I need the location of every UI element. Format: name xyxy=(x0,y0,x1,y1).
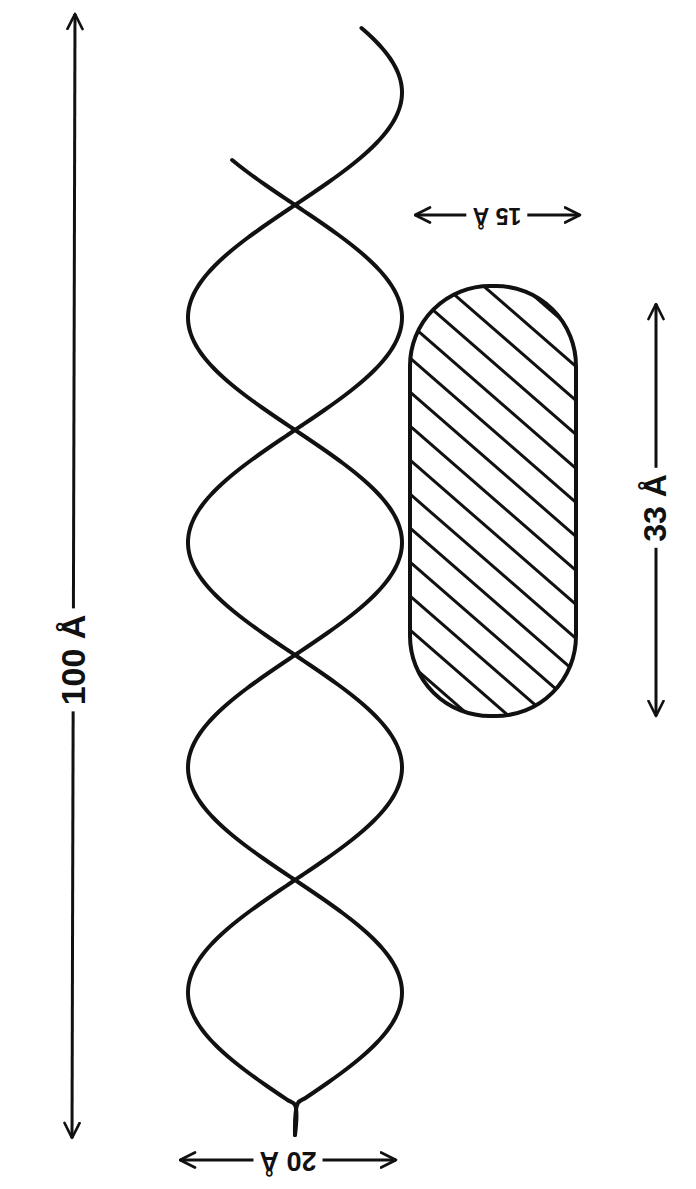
rod-shape xyxy=(410,286,576,716)
hatch-line xyxy=(410,286,576,362)
hatch-line xyxy=(410,434,576,634)
helix-strand xyxy=(188,28,402,1135)
helix-strand xyxy=(188,160,402,1135)
dimension-label: 20 Å xyxy=(253,1143,322,1177)
hatch-line xyxy=(410,638,576,716)
hatch-line xyxy=(410,298,576,498)
dimension-label: 33 Å xyxy=(636,468,675,548)
hatch-line xyxy=(410,400,576,600)
hatch-fill xyxy=(410,286,576,716)
hatch-line xyxy=(410,536,576,716)
dimension-label: 100 Å xyxy=(53,609,94,712)
hatch-line xyxy=(410,502,576,702)
hatch-line xyxy=(410,332,576,532)
double-helix xyxy=(188,28,402,1135)
dimension-label: 15 Å xyxy=(467,200,528,229)
dimension-arrow xyxy=(72,14,75,1138)
hatch-line xyxy=(410,286,576,464)
hatch-line xyxy=(410,468,576,668)
hatch-line xyxy=(410,604,576,716)
hatch-line xyxy=(410,366,576,566)
